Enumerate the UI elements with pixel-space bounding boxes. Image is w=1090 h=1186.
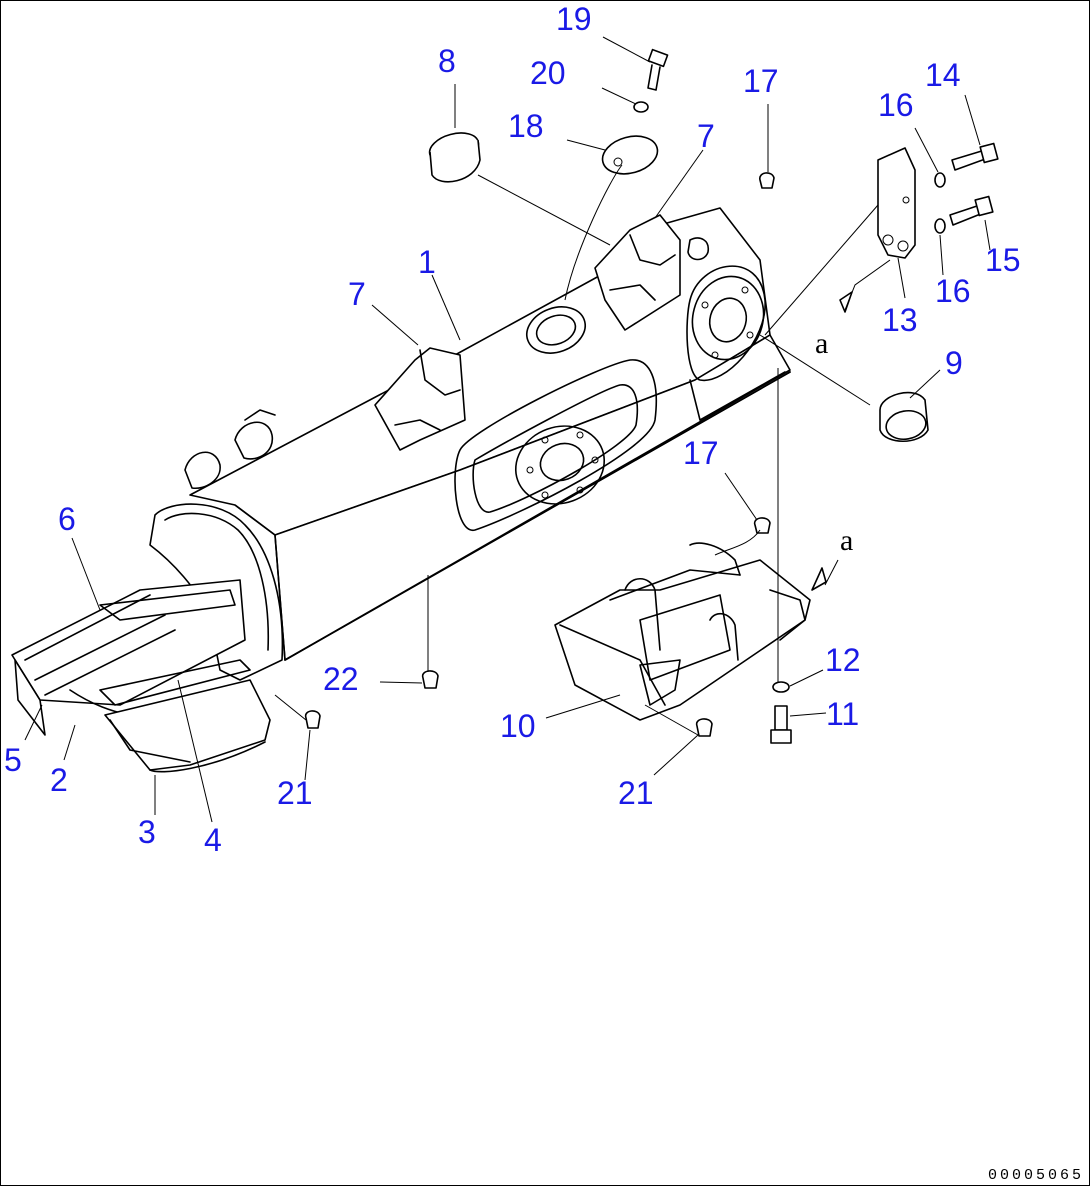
callout-11: 11	[826, 696, 859, 732]
callout-21-right: 21	[618, 775, 654, 811]
callout-14: 14	[925, 57, 961, 93]
callout-21-left: 21	[277, 775, 313, 811]
lower-cross-frame-part	[554, 542, 811, 721]
callout-12: 12	[825, 642, 861, 678]
small-parts	[304, 48, 999, 744]
callout-2: 2	[50, 762, 68, 798]
callout-8: 8	[438, 43, 456, 79]
callout-1: 1	[418, 244, 436, 280]
callout-18: 18	[508, 108, 544, 144]
callout-a-top: a	[815, 327, 828, 360]
callout-9: 9	[945, 345, 963, 381]
callout-10: 10	[500, 708, 536, 744]
callout-22: 22	[323, 661, 359, 697]
callout-7-left: 7	[348, 276, 366, 312]
callout-17-bottom: 17	[683, 435, 719, 471]
leader-lines	[24, 36, 991, 823]
callout-5: 5	[4, 742, 22, 778]
main-frame-part	[11, 207, 791, 773]
drawing-code: 00005065	[987, 1167, 1084, 1184]
callout-labels: 19 20 8 18 17 7 14 16 15 1 7 16 13 a 9 1…	[4, 1, 1021, 858]
callout-a-bottom: a	[840, 524, 853, 557]
callout-16-bottom: 16	[935, 273, 971, 309]
callout-4: 4	[204, 822, 222, 858]
callout-19: 19	[556, 1, 592, 37]
callout-3: 3	[138, 814, 156, 850]
callout-20: 20	[530, 55, 566, 91]
callout-13: 13	[882, 302, 918, 338]
callout-6: 6	[58, 501, 76, 537]
callout-7-right: 7	[697, 118, 715, 154]
callout-15: 15	[985, 242, 1021, 278]
callout-17-top: 17	[743, 63, 779, 99]
callout-16-top: 16	[878, 87, 914, 123]
